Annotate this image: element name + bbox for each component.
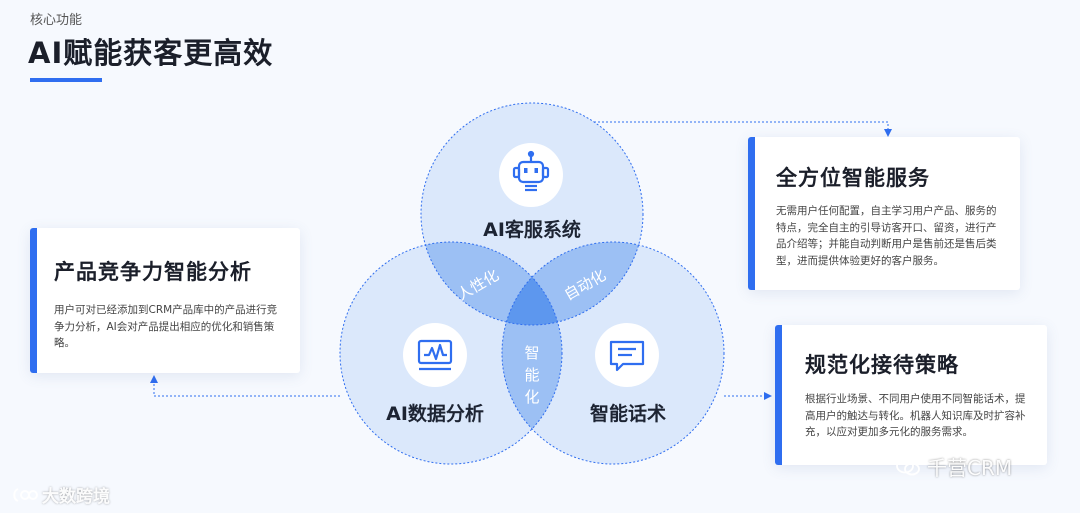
circle-label-smart-script: 智能话术 <box>590 402 666 425</box>
watermark-right-text: 千营CRM <box>927 456 1013 480</box>
card-product-analysis: 产品竞争力智能分析 用户可对已经添加到CRM产品库中的产品进行竞争力分析，AI会… <box>30 228 300 373</box>
robot-icon <box>512 150 550 192</box>
card-description: 用户可对已经添加到CRM产品库中的产品进行竞争力分析，AI会对产品提出相应的优化… <box>54 304 278 349</box>
overlap-top-left <box>421 242 562 325</box>
card-title: 规范化接待策略 <box>805 353 959 377</box>
card-title: 全方位智能服务 <box>776 166 930 190</box>
card-accent-bar <box>30 228 37 373</box>
page-title: AI赋能获客更高效 <box>28 36 274 70</box>
watermark-left-text: 大数跨境 <box>42 487 110 507</box>
overlap-label-intelligent-2: 能 <box>524 366 539 384</box>
wechat-icon <box>896 458 920 475</box>
connector-left <box>150 375 340 397</box>
overlap-label-intelligent-1: 智 <box>524 344 539 362</box>
card-accent-bar <box>748 137 755 290</box>
card-description: 无需用户任何配置，自主学习用户产品、服务的特点，完全自主的引导访客开口、留资，进… <box>776 205 997 267</box>
watermark-left: 大数跨境 <box>12 482 110 507</box>
connector-top-right <box>590 121 892 137</box>
card-description: 根据行业场景、不同用户使用不同智能话术，提高用户的触达与转化。机器人知识库及时扩… <box>805 393 1026 438</box>
chat-bubble-icon <box>609 340 645 372</box>
robot-icon-bg <box>499 143 563 207</box>
card-title: 产品竞争力智能分析 <box>54 260 252 284</box>
card-accent-bar <box>775 325 782 465</box>
chart-monitor-icon <box>417 339 453 371</box>
watermark-right: 千营CRM <box>895 452 1012 481</box>
circle-label-ai-data: AI数据分析 <box>386 402 484 425</box>
brand-logo-icon <box>13 487 38 502</box>
card-smart-service: 全方位智能服务 无需用户任何配置，自主学习用户产品、服务的特点，完全自主的引导访… <box>748 137 1020 290</box>
overlap-label-intelligent-3: 化 <box>524 388 539 406</box>
circle-label-ai-service: AI客服系统 <box>483 218 581 241</box>
overlap-top-right <box>502 242 643 325</box>
title-underline <box>30 78 102 82</box>
card-reception-strategy: 规范化接待策略 根据行业场景、不同用户使用不同智能话术，提高用户的触达与转化。机… <box>775 325 1047 465</box>
section-eyebrow: 核心功能 <box>30 13 83 28</box>
